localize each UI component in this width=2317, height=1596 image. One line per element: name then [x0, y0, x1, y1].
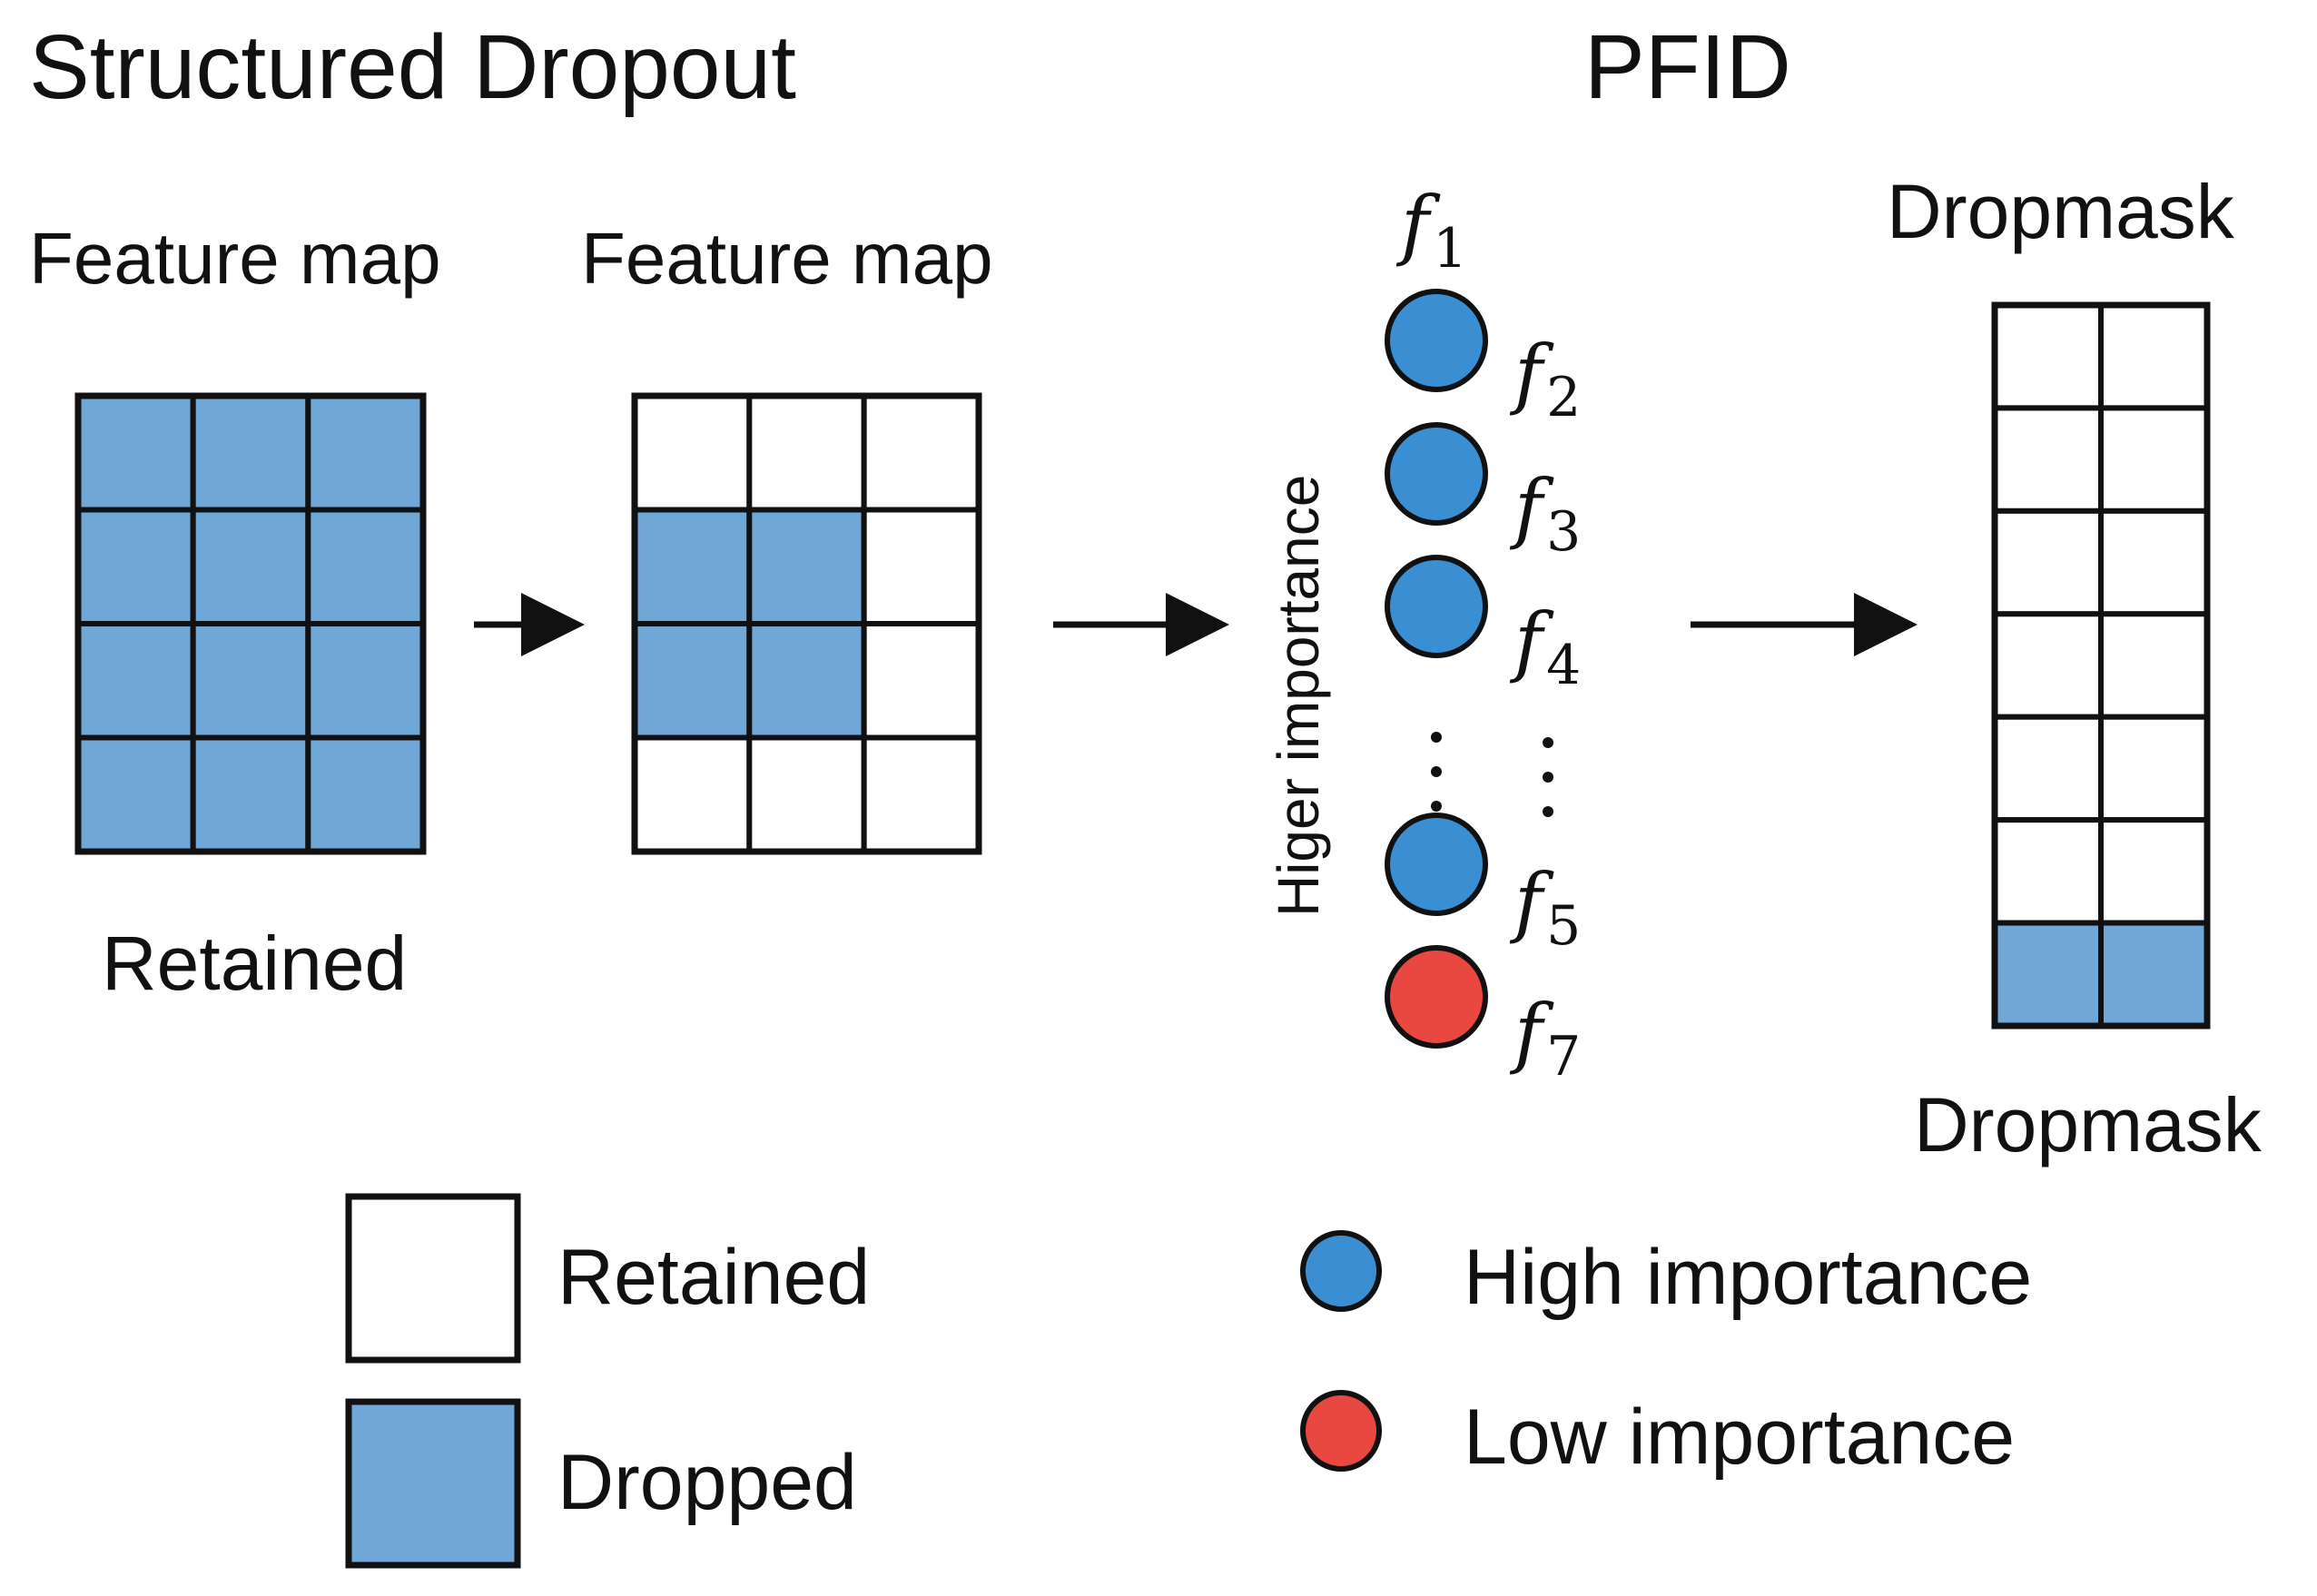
fm1-cell-r4c2: [190, 734, 311, 854]
legend-retained-swatch: [345, 1193, 521, 1364]
legend-high-importance-label: High importance: [1464, 1234, 2032, 1321]
fm1-cell-r3c3: [305, 621, 427, 741]
dropmask-cell-r3c2: [2098, 507, 2210, 617]
dropmask-cell-r1c2: [2098, 302, 2210, 411]
feature-map-grid-1: [74, 392, 427, 855]
dropmask-cell-r7c1: [1992, 920, 2104, 1029]
fm1-cell-r2c2: [190, 507, 311, 626]
dropmask-cell-r6c1: [1992, 817, 2104, 926]
feature-label-f7: f7: [1509, 988, 1581, 1089]
feature-nodes: [1385, 289, 1488, 1049]
feature-labels: f1 f2 f3 f4 f5 f7: [1395, 180, 1581, 1089]
fm2-border: [631, 392, 982, 855]
fm1-cell-r4c3: [305, 734, 427, 854]
feature-node-f5: [1385, 813, 1488, 916]
feature-label-f5: f5: [1509, 857, 1581, 958]
fm1-border: [74, 392, 427, 855]
fm2-cell-r4c3: [861, 734, 982, 854]
dropmask-cell-r2c1: [1992, 405, 2104, 514]
feature-map-label-1: Feature map: [29, 218, 441, 299]
importance-axis-label: Higer importance: [1266, 475, 1331, 917]
fm1-cell-r3c2: [190, 621, 311, 741]
feature-map-label-2: Feature map: [581, 218, 993, 299]
dropmask-cell-r5c2: [2098, 714, 2210, 823]
dropmask-label-top: Dropmask: [1887, 169, 2235, 254]
legend-high-importance-dot: [1300, 1230, 1382, 1312]
legend-dropped-label: Dropped: [557, 1439, 857, 1526]
title-pfid: PFID: [1584, 16, 1791, 118]
legend-dropped-swatch: [345, 1398, 521, 1569]
dropmask-cell-r6c2: [2098, 817, 2210, 926]
feature-label-f3: f3: [1509, 463, 1581, 564]
dropmask-grid: [1991, 301, 2211, 1030]
fm1-cell-r2c3: [305, 507, 427, 626]
feature-label-f4: f4: [1509, 596, 1581, 697]
dropmask-cell-r1c1: [1992, 302, 2104, 411]
fm1-cell-r2c1: [75, 507, 196, 626]
feature-map-grid-2: [631, 392, 982, 855]
ellipsis-dots-right: [1543, 737, 1553, 817]
fm2-cell-r4c2: [746, 734, 867, 854]
dropmask-cell-r4c2: [2098, 611, 2210, 720]
fm1-cell-r1c1: [75, 393, 196, 513]
legend-low-importance-dot: [1300, 1390, 1382, 1472]
fm1-cell-r1c3: [305, 393, 427, 513]
fm2-cell-r1c1: [632, 393, 753, 513]
dropmask-cell-r3c1: [1992, 507, 2104, 617]
fm1-cell-r4c1: [75, 734, 196, 854]
dropmask-cell-r7c2: [2098, 920, 2210, 1029]
fm2-cell-r2c3: [861, 507, 982, 626]
feature-label-f1: f1: [1395, 180, 1467, 281]
feature-node-f4: [1385, 555, 1488, 658]
title-structured-dropout: Structured Dropout: [29, 16, 796, 118]
fm1-cell-r1c2: [190, 393, 311, 513]
dropmask-border: [1991, 301, 2211, 1030]
fm2-cell-r3c3: [861, 621, 982, 741]
dropmask-cell-r2c2: [2098, 405, 2210, 514]
fm2-cell-r1c2: [746, 393, 867, 513]
legend-low-importance-label: Low importance: [1464, 1394, 2015, 1481]
fm2-cell-r4c1: [632, 734, 753, 854]
feature-node-f2: [1385, 289, 1488, 392]
dropmask-cell-r4c1: [1992, 611, 2104, 720]
fm1-cell-r3c1: [75, 621, 196, 741]
feature-node-f7: [1385, 945, 1488, 1049]
retained-caption: Retained: [102, 921, 407, 1006]
fm2-cell-r3c1: [632, 621, 753, 741]
feature-label-f2: f2: [1509, 329, 1581, 429]
ellipsis-dots-left: [1431, 732, 1442, 812]
fm2-cell-r2c1: [632, 507, 753, 626]
dropmask-cell-r5c1: [1992, 714, 2104, 823]
legend-retained-label: Retained: [557, 1234, 870, 1321]
fm2-cell-r2c2: [746, 507, 867, 626]
fm2-cell-r3c2: [746, 621, 867, 741]
feature-node-f3: [1385, 422, 1488, 526]
dropmask-label-bottom: Dropmask: [1914, 1082, 2263, 1167]
fm2-cell-r1c3: [861, 393, 982, 513]
